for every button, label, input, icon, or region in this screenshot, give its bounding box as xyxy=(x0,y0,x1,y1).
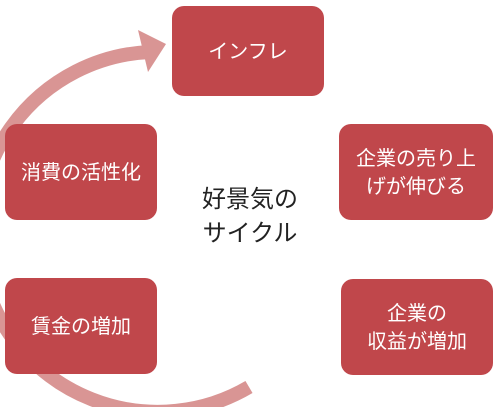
node-consumption-active-label: 消費の活性化 xyxy=(21,160,141,184)
node-consumption-active: 消費の活性化 xyxy=(5,124,157,220)
center-title-line1: 好景気の xyxy=(202,185,298,213)
cycle-arrowhead xyxy=(138,30,166,72)
node-inflation: インフレ xyxy=(172,6,324,96)
center-title-line2: サイクル xyxy=(202,219,298,247)
center-title: 好景気の サイクル xyxy=(180,182,320,250)
node-wage-increase-label: 賃金の増加 xyxy=(31,314,131,338)
node-profit-increase-line1: 企業の xyxy=(387,301,447,325)
node-sales-growth-line1: 企業の売り上 xyxy=(356,146,476,170)
node-inflation-label: インフレ xyxy=(208,39,288,63)
node-sales-growth-line2: げが伸びる xyxy=(366,174,466,198)
cycle-arrow xyxy=(0,45,253,407)
node-profit-increase: 企業の 収益が増加 xyxy=(341,279,493,375)
node-sales-growth: 企業の売り上 げが伸びる xyxy=(339,124,493,220)
node-wage-increase: 賃金の増加 xyxy=(5,278,157,374)
node-profit-increase-line2: 収益が増加 xyxy=(367,329,467,353)
